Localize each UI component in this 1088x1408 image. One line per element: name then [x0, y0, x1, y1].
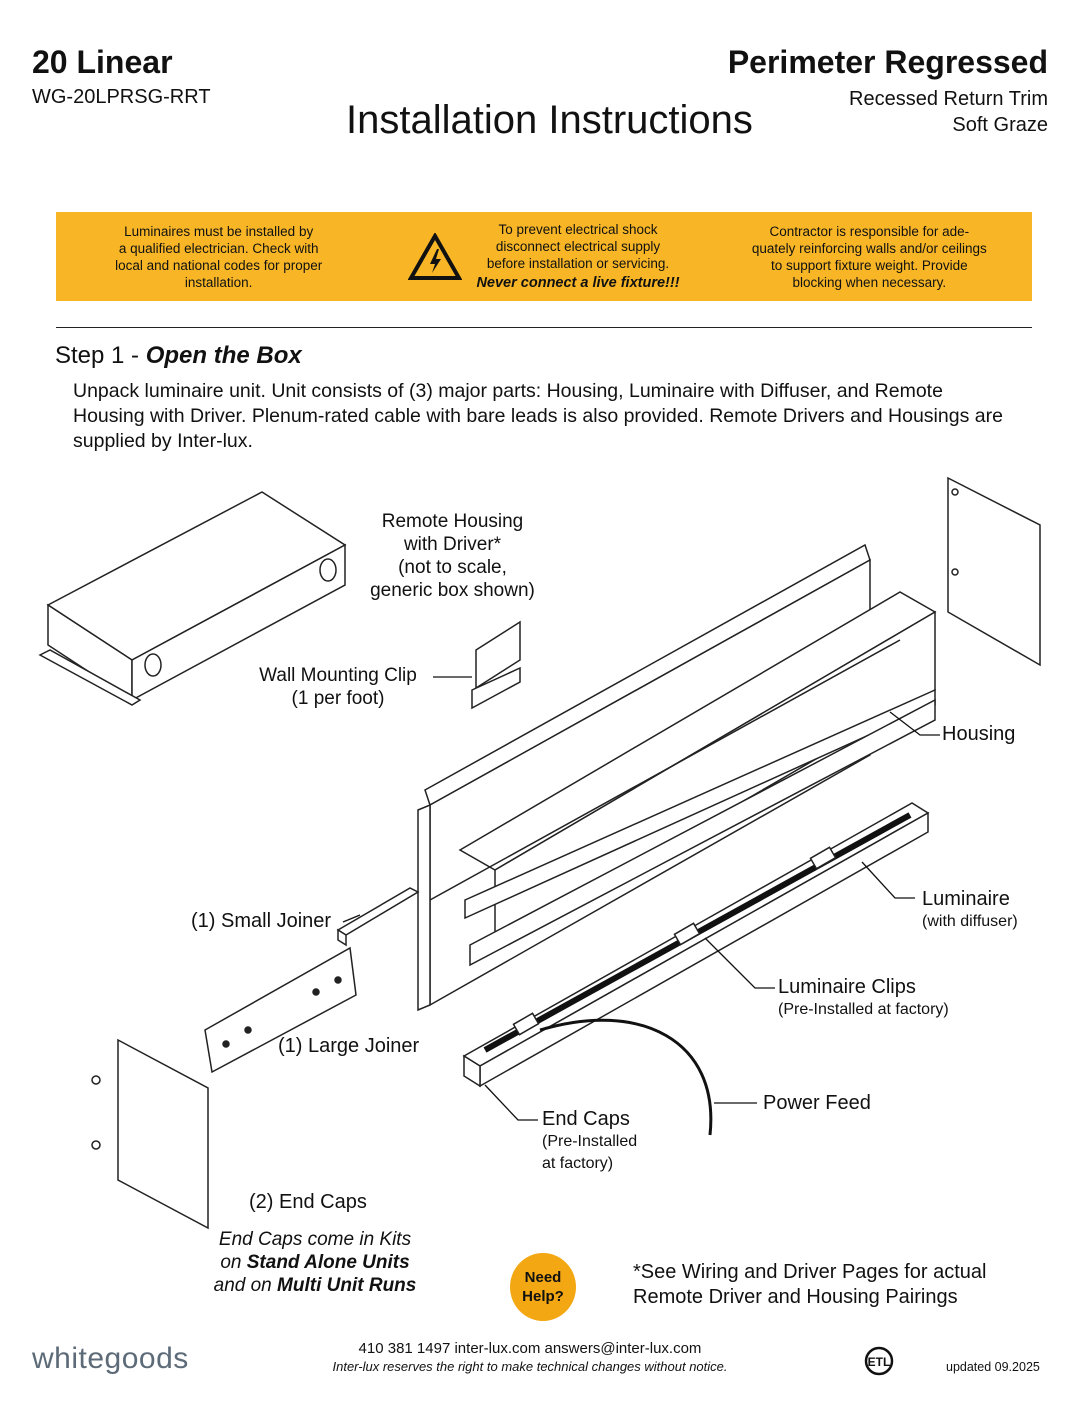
label-emphasis: Multi Unit Runs — [277, 1275, 417, 1296]
note-line: *See Wiring and Driver Pages for actual — [633, 1261, 987, 1283]
label-remote-housing: Remote Housing with Driver* (not to scal… — [360, 510, 545, 602]
product-name: 20 Linear — [32, 44, 173, 80]
warning-line: a qualified electrician. Check with — [118, 240, 319, 256]
electrical-hazard-icon — [408, 232, 463, 280]
trim-type: Recessed Return Trim — [849, 88, 1048, 110]
luminaire-drawing — [462, 802, 930, 1136]
warning-shock: To prevent electrical shock disconnect e… — [381, 221, 706, 292]
warning-line: blocking when necessary. — [792, 274, 947, 290]
step-number: Step 1 - — [55, 342, 146, 369]
label-housing: Housing — [942, 723, 1016, 745]
wall-clip-drawing — [471, 620, 521, 710]
step-description: Unpack luminaire unit. Unit consists of … — [73, 380, 1003, 452]
updated-date: updated 09.2025 — [946, 1360, 1040, 1374]
label-line: with Driver* — [403, 534, 502, 555]
warning-line: local and national codes for proper — [115, 257, 323, 273]
step-heading: Step 1 - Open the Box — [55, 342, 302, 370]
warning-line: Luminaires must be installed by — [124, 223, 314, 239]
warning-banner: Luminaires must be installed by a qualif… — [56, 212, 1032, 301]
warning-line: to support fixture weight. Provide — [771, 257, 968, 273]
end-cap-left-drawing — [91, 1038, 209, 1230]
disclaimer: Inter-lux reserves the right to make tec… — [332, 1359, 728, 1374]
contact-info[interactable]: 410 381 1497 inter-lux.com answers@inter… — [358, 1340, 702, 1357]
step-name: Open the Box — [145, 342, 302, 369]
label-line: (Pre-Installed — [542, 1133, 638, 1150]
warning-emphasis: Never connect a live fixture!!! — [476, 275, 680, 291]
label-line: at factory) — [542, 1155, 614, 1172]
label-luminaire: Luminaire — [922, 888, 1010, 910]
label-line: Remote Housing — [381, 511, 524, 532]
product-sku: WG-20LPRSG-RRT — [32, 86, 211, 108]
label-large-joiner: (1) Large Joiner — [278, 1035, 420, 1057]
leader-lines — [342, 676, 940, 1121]
label-luminaire-clips-sub: (Pre-Installed at factory) — [778, 1001, 949, 1018]
small-joiner-drawing — [336, 887, 420, 947]
label-line: and on — [213, 1275, 278, 1296]
warning-electrician: Luminaires must be installed by a qualif… — [56, 223, 381, 291]
label-line: Wall Mounting Clip — [259, 665, 417, 686]
label-line: End Caps come in Kits — [218, 1229, 412, 1250]
label-luminaire-clips: Luminaire Clips — [778, 976, 916, 998]
label-line: generic box shown) — [370, 580, 535, 601]
label-end-caps: (2) End Caps — [249, 1191, 367, 1213]
optic-type: Soft Graze — [952, 114, 1048, 136]
divider — [56, 327, 1032, 328]
warning-contractor: Contractor is responsible for ade- quate… — [707, 223, 1032, 291]
label-line: (1 per foot) — [291, 688, 385, 709]
label-power-feed: Power Feed — [763, 1092, 871, 1114]
warning-line: disconnect electrical supply — [495, 239, 661, 254]
label-luminaire-sub: (with diffuser) — [922, 913, 1018, 930]
remote-housing-drawing — [38, 491, 347, 706]
note-line: Remote Driver and Housing Pairings — [633, 1286, 958, 1308]
label-end-cap-kits: End Caps come in Kits on Stand Alone Uni… — [200, 1228, 430, 1297]
label-line: (not to scale, — [398, 557, 507, 578]
help-line: Need — [524, 1269, 562, 1286]
warning-line: installation. — [184, 274, 253, 290]
wiring-note: *See Wiring and Driver Pages for actual … — [633, 1260, 987, 1310]
warning-line: Contractor is responsible for ade- — [769, 223, 970, 239]
warning-line: before installation or servicing. — [486, 256, 670, 271]
page-title: Installation Instructions — [346, 98, 753, 142]
label-end-caps-luminaire-sub: (Pre-Installed at factory) — [542, 1131, 637, 1175]
help-line: Help? — [522, 1288, 564, 1305]
series-name: Perimeter Regressed — [727, 44, 1048, 80]
housing-drawing — [417, 543, 937, 1012]
label-end-caps-luminaire: End Caps — [542, 1108, 630, 1130]
label-emphasis: Stand Alone Units — [246, 1252, 410, 1273]
large-joiner-drawing — [204, 946, 357, 1074]
label-line: on — [220, 1252, 247, 1273]
label-small-joiner: (1) Small Joiner — [191, 910, 332, 932]
brand-logo: whitegoods — [32, 1342, 189, 1375]
warning-line: quately reinforcing walls and/or ceiling… — [751, 240, 987, 256]
svg-text:ETL: ETL — [868, 1355, 891, 1369]
etl-certification-icon: ETL — [864, 1346, 894, 1376]
end-cap-right-drawing — [947, 476, 1041, 667]
label-wall-clip: Wall Mounting Clip (1 per foot) — [245, 664, 431, 710]
warning-line: To prevent electrical shock — [498, 222, 658, 237]
